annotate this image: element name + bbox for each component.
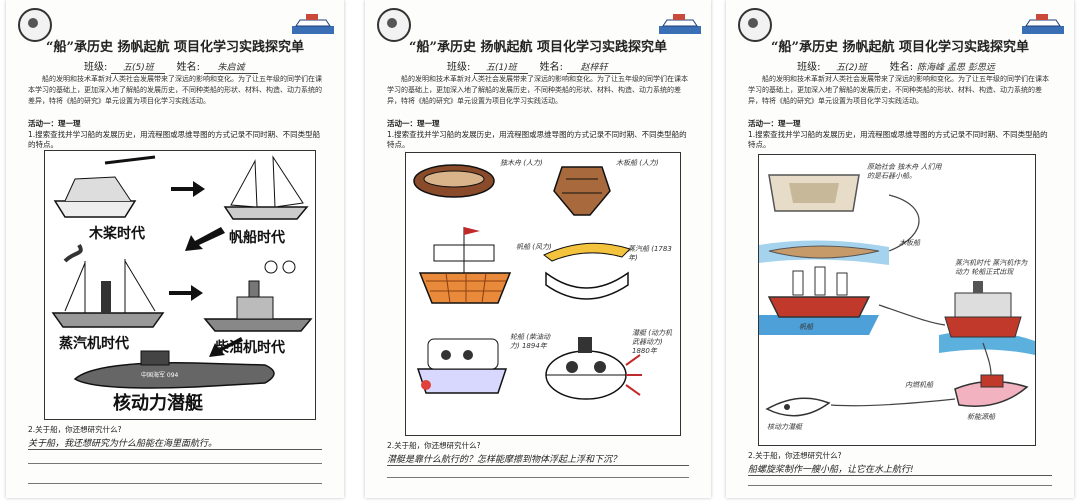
worksheet-3: “船”承历史 扬帆起航 项目化学习实践探究单 班级:五(2)班 姓名:陈海峰 孟… bbox=[726, 0, 1074, 498]
drawing-area: 原始社会 独木舟 人们用的是石器小船。 木板船 帆船 蒸汽机时代 蒸汽机作为动力… bbox=[758, 154, 1036, 446]
blank-line bbox=[387, 476, 689, 478]
label-new-energy-ship: 新能源船 bbox=[967, 413, 995, 421]
label-plank-boat: 木板船 bbox=[899, 239, 920, 247]
activity-heading: 活动一：理一理 bbox=[387, 119, 440, 128]
intro-text: 船的发明和技术革新对人类社会发展带来了深远的影响和变化。为了让五年级的同学们在课… bbox=[387, 75, 688, 105]
page-title: “船”承历史 扬帆起航 项目化学习实践探究单 bbox=[408, 40, 667, 55]
label-sailboat: 帆船 (风力) bbox=[516, 243, 552, 251]
drawing-area: 中国海军 094 木桨时代 帆船时代 蒸汽机时代 柴油机时代 核动力潜艇 bbox=[44, 150, 316, 420]
svg-text:中国海军 094: 中国海军 094 bbox=[141, 371, 179, 379]
task-text: 1.搜索查找并学习船的发展历史，用流程图或思维导图的方式记录不同时期、不同类型船… bbox=[387, 130, 687, 149]
intro-text: 船的发明和技术革新对人类社会发展带来了深远的影响和变化。为了让五年级的同学们在课… bbox=[748, 75, 1049, 105]
class-label: 班级: bbox=[797, 62, 821, 73]
ship-icon bbox=[659, 14, 701, 34]
label-steam-era: 蒸汽机时代 蒸汽机作为动力 轮船正式出现 bbox=[955, 259, 1028, 276]
label-dugout-canoe: 原始社会 独木舟 人们用的是石器小船。 bbox=[867, 163, 942, 180]
blank-line bbox=[28, 462, 322, 464]
student-fields: 班级:五(5)班 姓名:朱启诚 bbox=[6, 58, 344, 74]
ship-types-drawing bbox=[413, 164, 642, 400]
label-sailboat: 帆船 bbox=[799, 323, 813, 331]
drawing-area: 独木舟 (人力) 木板船 (人力) 帆船 (风力) 蒸汽船 (1783年) 轮船… bbox=[405, 152, 681, 436]
label-diesel-era: 柴油机时代 bbox=[215, 340, 285, 356]
label-cargo-ship: 轮船 (柴油动力) 1894年 bbox=[510, 333, 550, 350]
answer-line: 关于船，我还想研究为什么船能在海里面航行。 bbox=[28, 436, 322, 450]
activity-heading: 活动一：理一理 bbox=[748, 119, 801, 128]
blank-line bbox=[28, 482, 322, 484]
question-2: 2.关于船，你还想研究什么? bbox=[387, 441, 481, 450]
school-logo bbox=[18, 8, 52, 42]
class-value: 五(5)班 bbox=[111, 60, 166, 74]
student-fields: 班级:五(2)班 姓名:陈海峰 孟思 彭思远 bbox=[726, 58, 1074, 74]
class-value: 五(1)班 bbox=[474, 60, 529, 74]
class-label: 班级: bbox=[84, 62, 108, 73]
question-2: 2.关于船，你还想研究什么? bbox=[28, 425, 122, 434]
ship-evolution-drawing bbox=[759, 174, 1035, 417]
ship-icon bbox=[292, 14, 334, 34]
student-fields: 班级:五(1)班 姓名:赵梓轩 bbox=[365, 58, 711, 74]
label-wooden-oar-era: 木桨时代 bbox=[89, 226, 145, 242]
task-text: 1.搜索查找并学习船的发展历史，用流程图或思维导图的方式记录不同时期、不同类型船… bbox=[748, 130, 1048, 149]
label-diesel-ship: 内燃机船 bbox=[905, 381, 933, 389]
label-plank-boat: 木板船 (人力) bbox=[616, 159, 659, 167]
answer-line: 潜艇是靠什么航行的？怎样能摩擦到物体浮起上浮和下沉？ bbox=[387, 452, 689, 466]
intro-text: 船的发明和技术革新对人类社会发展带来了深远的影响和变化。为了让五年级的同学们在课… bbox=[28, 75, 322, 105]
label-steam-era: 蒸汽机时代 bbox=[59, 336, 129, 352]
worksheet-1: “船”承历史 扬帆起航 项目化学习实践探究单 班级:五(5)班 姓名:朱启诚 船… bbox=[6, 0, 344, 498]
name-label: 姓名: bbox=[539, 62, 563, 73]
name-label: 姓名: bbox=[889, 62, 914, 73]
class-label: 班级: bbox=[447, 62, 471, 73]
class-value: 五(2)班 bbox=[824, 60, 879, 74]
task-text: 1.搜索查找并学习船的发展历史，用流程图或思维导图的方式记录不同时期、不同类型船… bbox=[28, 130, 321, 149]
label-canoe: 独木舟 (人力) bbox=[500, 159, 543, 167]
page-title: “船”承历史 扬帆起航 项目化学习实践探究单 bbox=[45, 40, 304, 55]
label-nuclear-submarine: 核动力潜艇 bbox=[767, 423, 802, 431]
name-value: 赵梓轩 bbox=[566, 60, 621, 74]
school-logo bbox=[377, 8, 411, 42]
label-nuclear-submarine: 核动力潜艇 bbox=[113, 393, 203, 414]
ship-icon bbox=[1022, 14, 1064, 34]
worksheet-2: “船”承历史 扬帆起航 项目化学习实践探究单 班级:五(1)班 姓名:赵梓轩 船… bbox=[365, 0, 711, 498]
blank-line bbox=[748, 484, 1052, 486]
ship-history-drawing: 中国海军 094 bbox=[51, 155, 313, 389]
answer-line: 船螺旋桨制作一艘小船，让它在水上航行! bbox=[748, 462, 1052, 476]
question-2: 2.关于船，你还想研究什么? bbox=[748, 451, 842, 460]
label-submarine: 潜艇 (动力机武器动力) 1880年 bbox=[632, 329, 672, 355]
activity-heading: 活动一：理一理 bbox=[28, 119, 81, 128]
school-logo bbox=[738, 8, 772, 42]
name-value: 陈海峰 孟思 彭思远 bbox=[917, 60, 995, 74]
label-steamboat: 蒸汽船 (1783年) bbox=[628, 245, 672, 262]
name-label: 姓名: bbox=[176, 62, 200, 73]
page-title: “船”承历史 扬帆起航 项目化学习实践探究单 bbox=[770, 40, 1029, 55]
name-value: 朱启诚 bbox=[203, 60, 258, 74]
label-sail-era: 帆船时代 bbox=[229, 230, 285, 246]
